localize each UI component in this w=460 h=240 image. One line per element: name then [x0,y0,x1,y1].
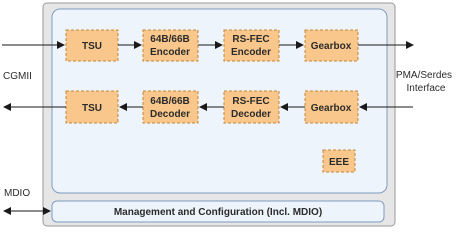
tx-gearbox-block [304,29,359,62]
mdio-label: MDIO [4,188,30,199]
cgmii-label: CGMII [3,71,32,82]
rx-tsu-label: TSU [82,103,102,114]
eee-label: EEE [329,157,349,168]
rx-gearbox-label: Gearbox [311,103,352,114]
rx-fec-label-1: RS-FEC [232,96,269,107]
datapath-panel [51,8,388,194]
eee-block [322,149,356,173]
tx-gearbox-label: Gearbox [311,41,352,52]
pma-label-line1: PMA/Serdes [396,70,452,81]
tx-encoder-label-1: 64B/66B [150,34,189,45]
rx-decoder-label-1: 64B/66B [150,96,189,107]
rx-gearbox-block [304,90,359,124]
tx-fec-label-1: RS-FEC [232,34,269,45]
tx-encoder-label-2: Encoder [150,47,190,58]
rx-fec-block [223,90,280,124]
tx-tsu-label: TSU [82,41,102,52]
rx-decoder-label-2: Decoder [150,109,190,120]
management-panel [51,200,385,223]
management-label: Management and Configuration (Incl. MDIO… [114,207,322,218]
rx-decoder-block [142,90,199,124]
tx-fec-block [223,29,280,62]
rx-fec-label-2: Decoder [231,109,271,120]
rx-tsu-block [65,90,119,124]
tx-fec-label-2: Encoder [231,47,271,58]
ethernet-pcs-block-diagram: Management and Configuration (Incl. MDIO… [2,2,452,227]
pma-label-line2: Interface [407,83,446,94]
